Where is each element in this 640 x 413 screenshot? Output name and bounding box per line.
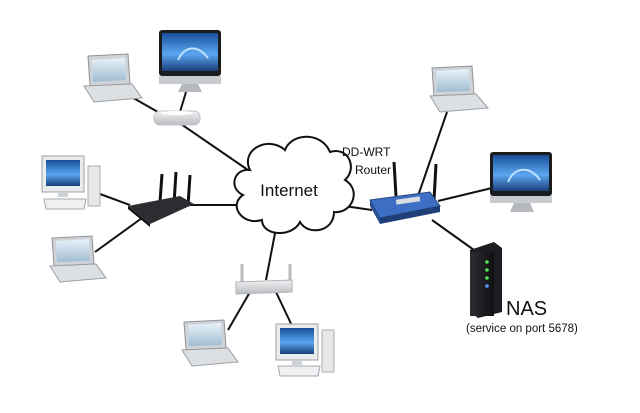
router-bottom-icon <box>235 264 293 295</box>
imac-right-icon <box>490 152 552 212</box>
link-laptop-bottom <box>227 291 251 331</box>
airport-base-top-icon <box>153 110 201 126</box>
link-imac-top <box>179 91 187 113</box>
ddwrt-router-icon <box>369 161 441 224</box>
laptop-bottom-icon <box>181 319 239 367</box>
nas-device-icon <box>470 242 502 318</box>
desktop-pc-left-icon <box>41 155 101 210</box>
link-laptop-right <box>417 111 448 197</box>
internet-label: Internet <box>260 181 318 200</box>
black-router-left-icon <box>128 171 194 227</box>
nas-label: NAS <box>506 298 548 320</box>
desktop-pc-bottom-icon <box>275 323 335 377</box>
laptop-left-icon <box>49 235 107 283</box>
link-imac-right <box>437 187 493 202</box>
link-hub-bottom <box>265 227 277 281</box>
router-label-line2: Router <box>355 163 392 177</box>
link-hub-top <box>177 121 249 171</box>
laptop-right-icon <box>429 65 490 113</box>
imac-top-icon <box>159 30 221 92</box>
router-label-line1: DD-WRT <box>342 145 391 159</box>
internet-cloud <box>233 135 355 234</box>
laptop-top-icon <box>83 53 143 103</box>
link-laptop-left <box>94 217 143 253</box>
link-nas <box>431 219 475 251</box>
nas-sublabel: (service on port 5678) <box>466 323 578 335</box>
link-pc-left <box>99 193 131 206</box>
